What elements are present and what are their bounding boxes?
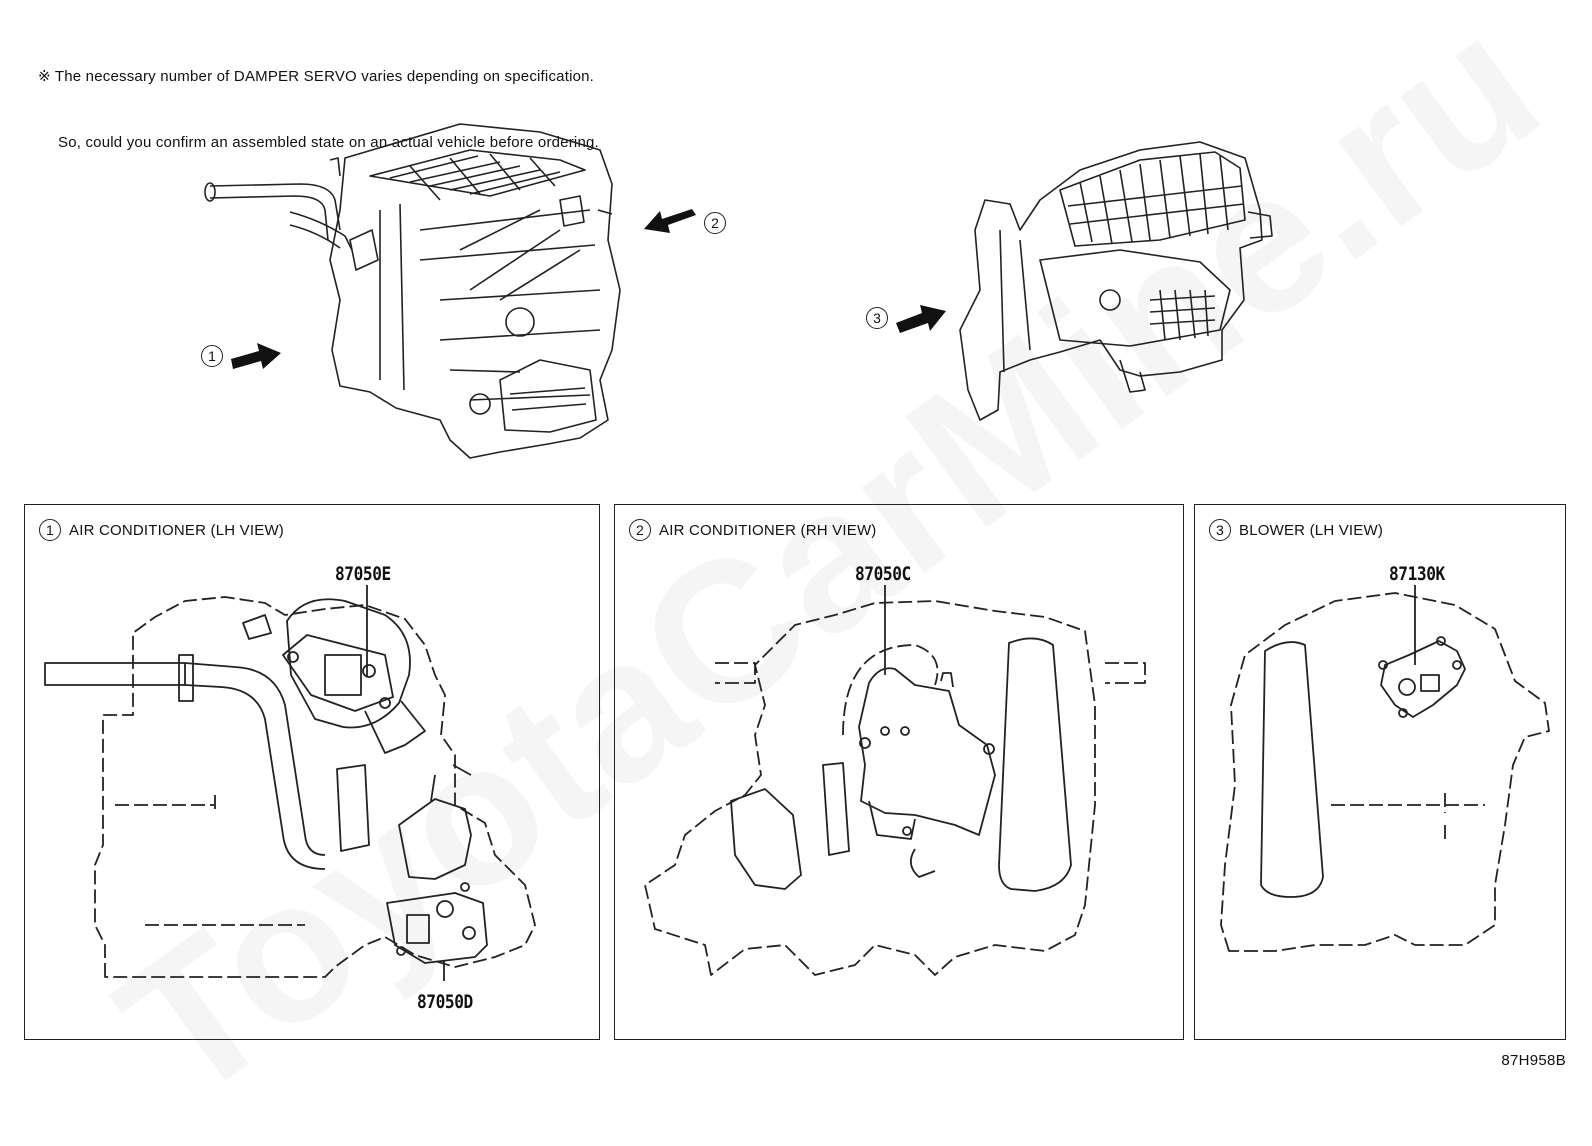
note-line-1: ※ The necessary number of DAMPER SERVO v… (38, 68, 595, 85)
overview-callout-2: 2 (640, 205, 726, 241)
callout-number-1: 1 (201, 345, 223, 367)
panel-number: 2 (629, 519, 651, 541)
part-number-87050E: 87050E (335, 563, 391, 585)
specification-note: ※ The necessary number of DAMPER SERVO v… (38, 22, 599, 176)
overview-callout-1: 1 (201, 339, 285, 373)
panel-title: 3 BLOWER (LH VIEW) (1209, 519, 1383, 541)
arrow-right-icon (896, 305, 946, 333)
callout-number-3: 3 (866, 307, 888, 329)
blower-unit-drawing (959, 141, 1273, 421)
overview-callout-3: 3 (866, 301, 950, 335)
panel-number: 3 (1209, 519, 1231, 541)
callout-number-2: 2 (704, 212, 726, 234)
panel-number: 1 (39, 519, 61, 541)
part-number-87050C: 87050C (855, 563, 911, 585)
air-conditioner-lh-outline (44, 585, 536, 981)
part-number-87050D: 87050D (417, 991, 473, 1013)
panel-title: 2 AIR CONDITIONER (RH VIEW) (629, 519, 877, 541)
panel-title-text: AIR CONDITIONER (RH VIEW) (659, 521, 877, 539)
arrow-left-icon (644, 209, 696, 233)
arrow-right-icon (231, 343, 281, 369)
note-line-2: So, could you confirm an assembled state… (58, 134, 599, 151)
panel-blower-lh: 3 BLOWER (LH VIEW) 87130K (1194, 504, 1566, 1040)
part-number-87130K: 87130K (1389, 563, 1445, 585)
panel-title-text: AIR CONDITIONER (LH VIEW) (69, 521, 285, 539)
panel-title: 1 AIR CONDITIONER (LH VIEW) (39, 519, 284, 541)
panel-title-text: BLOWER (LH VIEW) (1239, 521, 1384, 539)
panel-air-conditioner-lh: 1 AIR CONDITIONER (LH VIEW) (24, 504, 600, 1040)
overview-illustration (204, 123, 1273, 459)
drawing-code: 87H958B (1501, 1052, 1566, 1069)
blower-lh-outline (1220, 585, 1550, 952)
air-conditioner-unit-drawing (204, 123, 621, 459)
air-conditioner-rh-outline (644, 585, 1146, 976)
panel-air-conditioner-rh: 2 AIR CONDITIONER (RH VIEW) (614, 504, 1184, 1040)
